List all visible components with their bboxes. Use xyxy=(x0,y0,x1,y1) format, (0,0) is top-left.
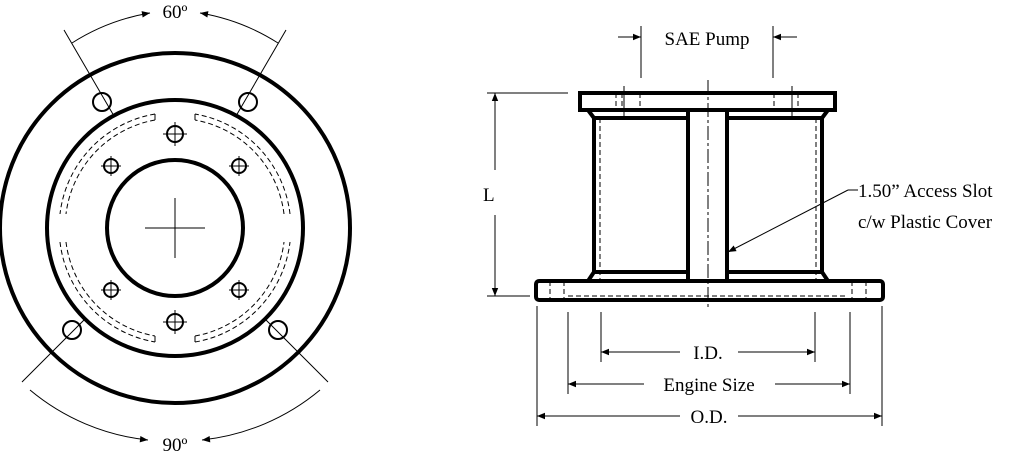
length-label: L xyxy=(483,185,495,206)
slot-leader xyxy=(727,189,849,253)
angle-arc-top xyxy=(199,11,279,44)
outer-flange-circle xyxy=(0,51,352,405)
hidden-bolt-holes-top xyxy=(615,93,799,110)
outer-bolt-holes xyxy=(62,92,288,340)
od-label: O.D. xyxy=(691,407,728,428)
front-view: 60º 90º xyxy=(0,2,352,454)
slot-label-line2: c/w Plastic Cover xyxy=(858,212,993,233)
housing-circle xyxy=(45,98,305,358)
slot-label-line1: 1.50” Access Slot xyxy=(858,181,993,202)
angle-arc-bottom xyxy=(29,389,149,443)
hidden-circle-outer xyxy=(59,113,291,343)
hidden-bolt-holes-bottom xyxy=(549,281,867,300)
side-view: SAE Pump L 1.50” Access Slot c/w Plastic… xyxy=(483,26,993,428)
angle-top-label: 60º xyxy=(163,2,188,23)
angle-extension-lines xyxy=(21,29,329,383)
id-label: I.D. xyxy=(693,343,723,364)
engine-size-label: Engine Size xyxy=(663,375,754,396)
bore-circle xyxy=(105,158,245,298)
length-extension-lines xyxy=(487,92,568,297)
inner-bolt-holes xyxy=(101,122,249,334)
hidden-wall-lines xyxy=(599,118,817,281)
gap-ticks xyxy=(154,114,196,342)
bottom-flange xyxy=(534,279,885,302)
bolt-centerlines-top xyxy=(623,86,793,118)
housing-walls xyxy=(586,108,830,283)
housing-edges xyxy=(594,116,822,274)
bottom-extension-lines xyxy=(536,306,883,426)
angle-arc-top xyxy=(71,11,151,44)
angle-arc-bottom xyxy=(201,389,321,443)
angle-bottom-label: 90º xyxy=(163,435,188,454)
pump-label: SAE Pump xyxy=(665,29,750,50)
